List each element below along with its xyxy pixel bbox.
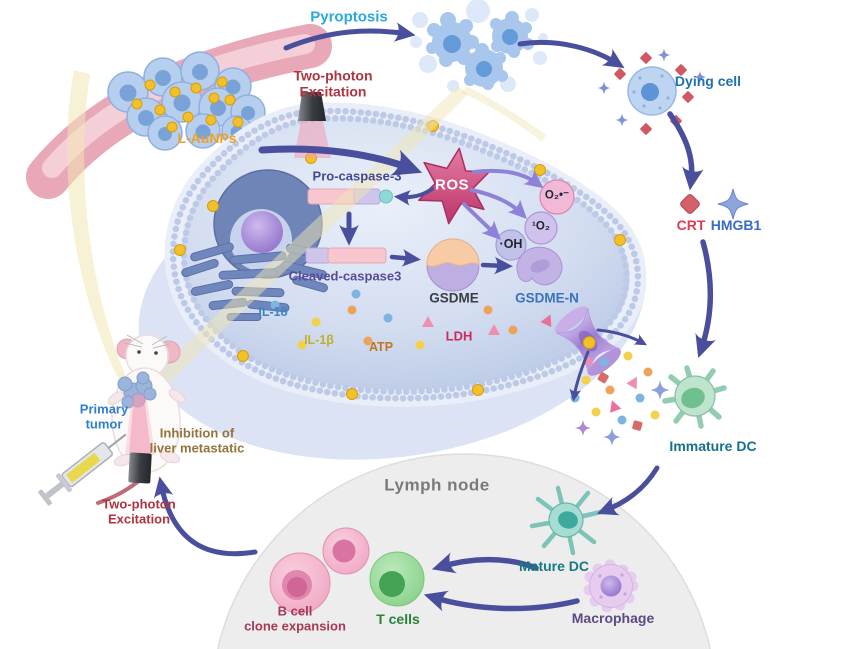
cleaved-caspase3-protein (305, 247, 387, 264)
arrow-ros-to-singlet (470, 188, 527, 219)
crt-icon (680, 194, 700, 214)
arrow-membrane-to-ros (258, 145, 423, 176)
laser-bottom (125, 392, 155, 484)
arrow-ros-to-hydroxyl (462, 202, 501, 240)
syringe (38, 433, 127, 506)
arrow-to-dying-cell (517, 39, 625, 69)
mature-dc-cell (529, 485, 604, 556)
hmgb1-icon (716, 187, 750, 221)
crt-on-dying-cell (614, 52, 694, 135)
arrow-macrophage-to-tcells (423, 590, 580, 612)
cytokine-particles (270, 289, 552, 350)
pyroptotic-cells (410, 0, 548, 92)
light-beams (67, 70, 546, 400)
dying-cell (597, 48, 706, 135)
gsdme-n-protein (516, 246, 563, 286)
arrow-pore-release-right (596, 328, 648, 346)
arrow-dying-to-crt (667, 111, 704, 191)
arrow-ros-to-procaspase (393, 187, 434, 206)
b-cells (269, 527, 370, 614)
immature-dc-cell (662, 365, 727, 429)
arrow-gsdme-to-gsdmen (480, 256, 513, 275)
arrow-maturedc-to-tcells (431, 552, 539, 574)
gsdme-protein (426, 238, 480, 292)
membrane-aunp-particles (174, 120, 626, 400)
macrophage-cell (583, 559, 639, 613)
arrow-lymph-to-mouse (153, 476, 258, 557)
arrow-ros-to-superoxide (472, 168, 544, 189)
cell-membrane (169, 107, 642, 402)
arrow-crt-to-immature-dc (695, 239, 717, 359)
arrow-immature-to-lymph (596, 465, 660, 516)
t-cell (369, 551, 425, 607)
arrow-cleaved-to-gsdme (389, 249, 421, 267)
superoxide-icon (539, 179, 575, 215)
arrow-pore-release-down (569, 350, 590, 402)
arrow-pyroptosis (283, 22, 416, 51)
singlet-oxygen-icon (524, 211, 558, 245)
lymph-node (217, 453, 711, 649)
aunp-particles (131, 76, 244, 133)
